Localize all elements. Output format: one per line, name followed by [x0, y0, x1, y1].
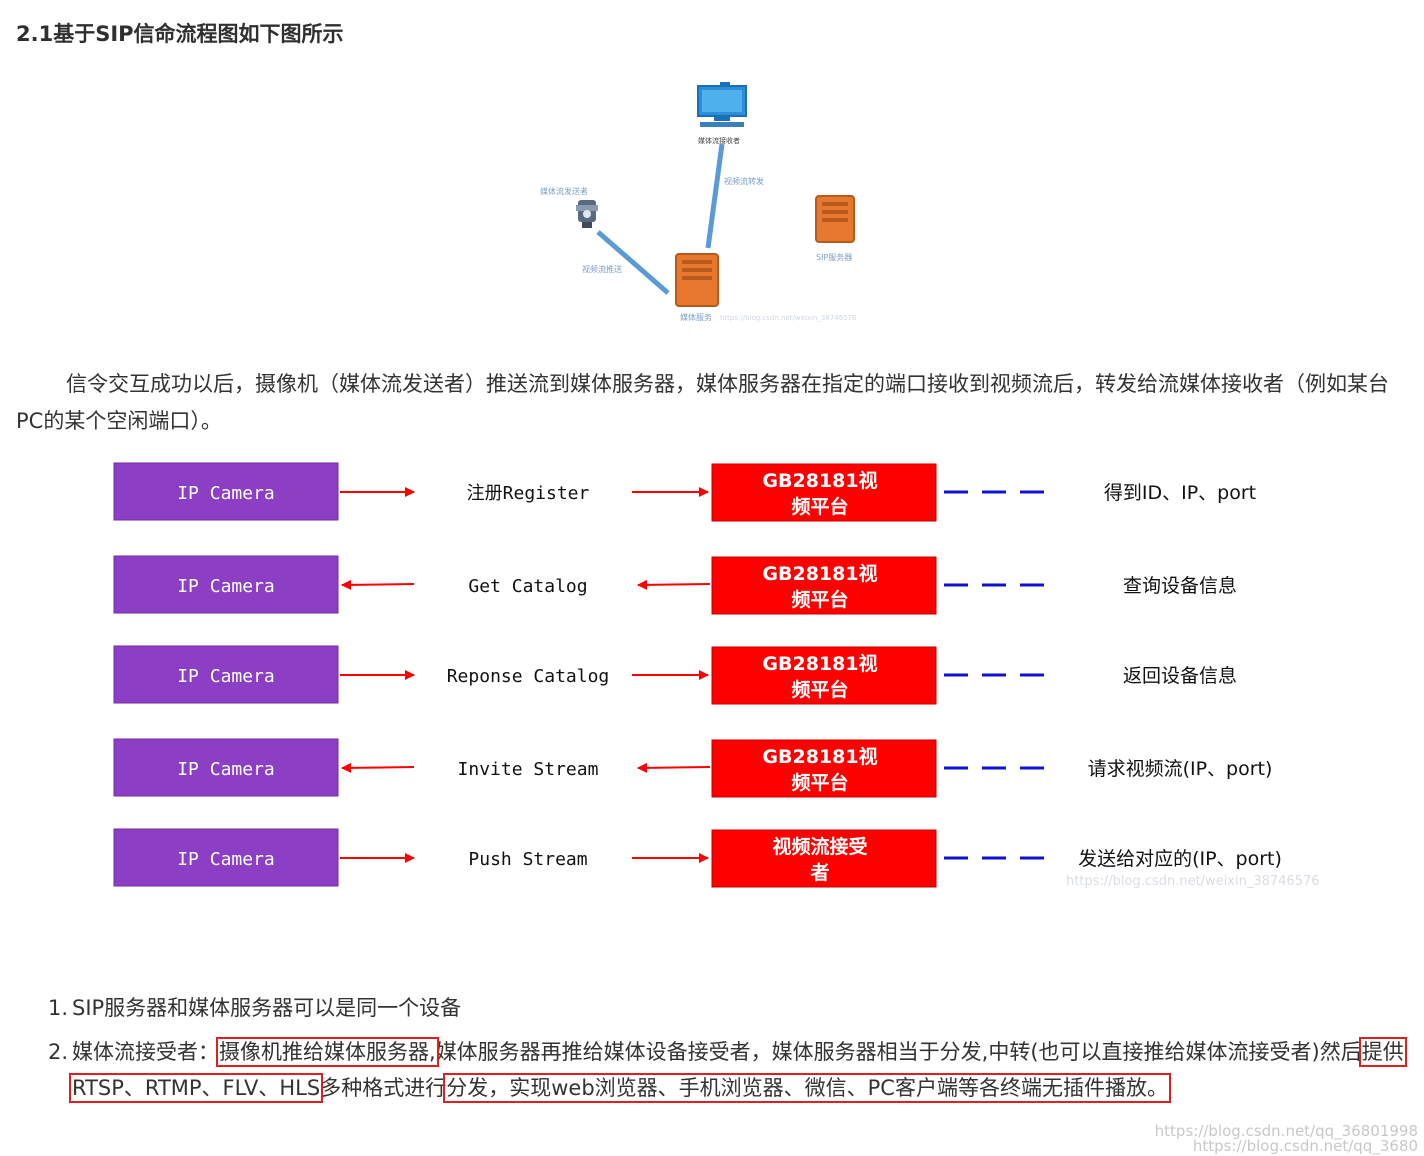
result-label: 返回设备信息 [1123, 665, 1237, 687]
camera-label: IP Camera [177, 483, 275, 504]
message-label: Invite Stream [458, 759, 599, 780]
result-label: 请求视频流(IP、port) [1088, 758, 1273, 780]
list-item: 2. 媒体流接受者：摄像机推给媒体服务器,媒体服务器再推给媒体设备接受者，媒体服… [48, 1034, 1418, 1106]
topology-diagram: 媒体流接收者 视频流转发 媒体流发送者 视频流推送 SIP服务器 媒体服务 ht… [540, 82, 857, 322]
description-paragraph: 信令交互成功以后，摄像机（媒体流发送者）推送流到媒体服务器，媒体服务器在指定的端… [16, 372, 1389, 433]
platform-label-line1: GB28181视 [762, 745, 877, 768]
[object Object] [341, 762, 415, 773]
platform-label-line2: 频平台 [791, 495, 848, 518]
platform-label-line1: GB28181视 [762, 562, 877, 585]
highlighted-text: 摄像机推给媒体服务器, [216, 1037, 439, 1067]
result-label: 得到ID、IP、port [1104, 482, 1256, 504]
list-item-text: 媒体服务器再推给媒体设备接受者，媒体服务器相当于分发,中转(也可以直接推给媒体流… [435, 1040, 1362, 1064]
message-label: Reponse Catalog [447, 666, 610, 687]
forward-label: 视频流转发 [724, 176, 764, 186]
receiver-label: 媒体流接收者 [698, 136, 740, 145]
flow-arrow [637, 579, 711, 590]
platform-label-line1: GB28181视 [762, 469, 877, 492]
media-server-label: 媒体服务 [680, 312, 712, 322]
sender-label: 媒体流发送者 [540, 186, 588, 196]
camera-box [113, 828, 339, 887]
section-heading: 2.1基于SIP信命流程图如下图所示 [16, 22, 344, 46]
highlighted-text: 提供RTSP、RTMP、FLV、HLS [69, 1037, 1407, 1103]
camera-label: IP Camera [177, 849, 275, 870]
push-label: 视频流推送 [582, 264, 622, 274]
sip-server-label: SIP服务器 [816, 252, 852, 262]
flow-arrow [637, 762, 711, 773]
[object Object] [341, 579, 415, 590]
server-icon [815, 195, 855, 243]
list-item-text: 多种格式进行 [320, 1076, 447, 1100]
list-number: 1. [48, 996, 69, 1020]
camera-box [113, 645, 339, 704]
camera-label: IP Camera [177, 759, 275, 780]
topology-watermark: https://blog.csdn.net/weixin_38746576 [720, 314, 857, 322]
platform-label-line2: 频平台 [791, 588, 848, 611]
message-label: Push Stream [468, 849, 587, 870]
list-item-text: 媒体流接受者： [72, 1040, 219, 1064]
platform-label-line2: 频平台 [791, 771, 848, 794]
camera-box [113, 555, 339, 614]
message-label: Get Catalog [468, 576, 587, 597]
camera-label: IP Camera [177, 666, 275, 687]
monitor-icon [697, 82, 747, 127]
message-label: 注册Register [467, 483, 590, 504]
list-number: 2. [48, 1040, 69, 1064]
flow-watermark: https://blog.csdn.net/weixin_38746576 [1066, 874, 1320, 889]
result-label: 查询设备信息 [1123, 575, 1237, 597]
highlighted-text: 分发，实现web浏览器、手机浏览器、微信、PC客户端等各终端无插件播放。 [443, 1073, 1171, 1103]
camera-box [113, 738, 339, 797]
watermark-line: https://blog.csdn.net/qq_36801998 [1154, 1122, 1418, 1140]
camera-icon [576, 200, 598, 228]
platform-box [711, 556, 937, 615]
page-watermark: https://blog.csdn.net/qq_36801998 https:… [1155, 1124, 1418, 1154]
server-icon [675, 253, 719, 307]
platform-label-line2: 者 [810, 862, 829, 884]
platform-label-line1: 视频流接受 [772, 835, 867, 858]
list-item: 1. SIP服务器和媒体服务器可以是同一个设备 [48, 990, 1418, 1026]
watermark-line: https://blog.csdn.net/qq_3680 [1192, 1137, 1418, 1155]
camera-label: IP Camera [177, 576, 275, 597]
camera-box [113, 462, 339, 521]
forward-link [705, 143, 725, 249]
notes-list: 1. SIP服务器和媒体服务器可以是同一个设备 2. 媒体流接受者：摄像机推给媒… [48, 990, 1418, 1106]
result-label: 发送给对应的(IP、port) [1078, 848, 1282, 870]
platform-box [711, 829, 937, 888]
platform-box [711, 463, 937, 522]
platform-label-line2: 频平台 [791, 678, 848, 701]
platform-box [711, 739, 937, 798]
platform-label-line1: GB28181视 [762, 652, 877, 675]
list-item-text: SIP服务器和媒体服务器可以是同一个设备 [72, 996, 462, 1020]
push-link [596, 230, 670, 295]
platform-box [711, 646, 937, 705]
